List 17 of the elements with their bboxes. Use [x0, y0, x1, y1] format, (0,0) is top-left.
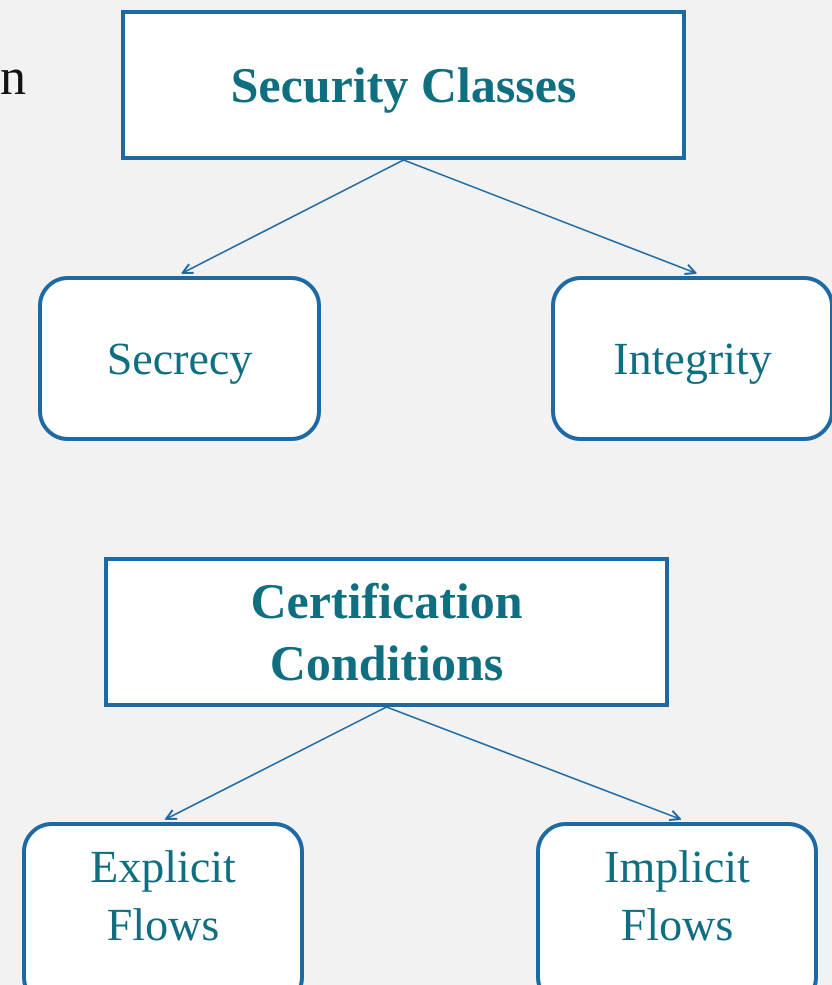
box-text: Certification Conditions: [249, 572, 524, 693]
box-text: Secrecy: [106, 332, 252, 386]
rounded-box: [551, 276, 832, 441]
box-text: Implicit Flows: [603, 840, 751, 952]
partial-title-text: n: [0, 48, 26, 107]
heading-box: [121, 10, 686, 160]
box-text: Security Classes: [230, 56, 576, 115]
box-text: Integrity: [613, 332, 772, 386]
arrow: [182, 159, 404, 274]
arrow: [403, 159, 696, 276]
rounded-box: [22, 822, 304, 985]
box-text: Explicit Flows: [89, 840, 237, 952]
arrow: [386, 706, 681, 822]
heading-box: [104, 557, 669, 707]
arrow: [165, 706, 387, 820]
rounded-box: [38, 276, 321, 441]
rounded-box: [536, 822, 818, 985]
